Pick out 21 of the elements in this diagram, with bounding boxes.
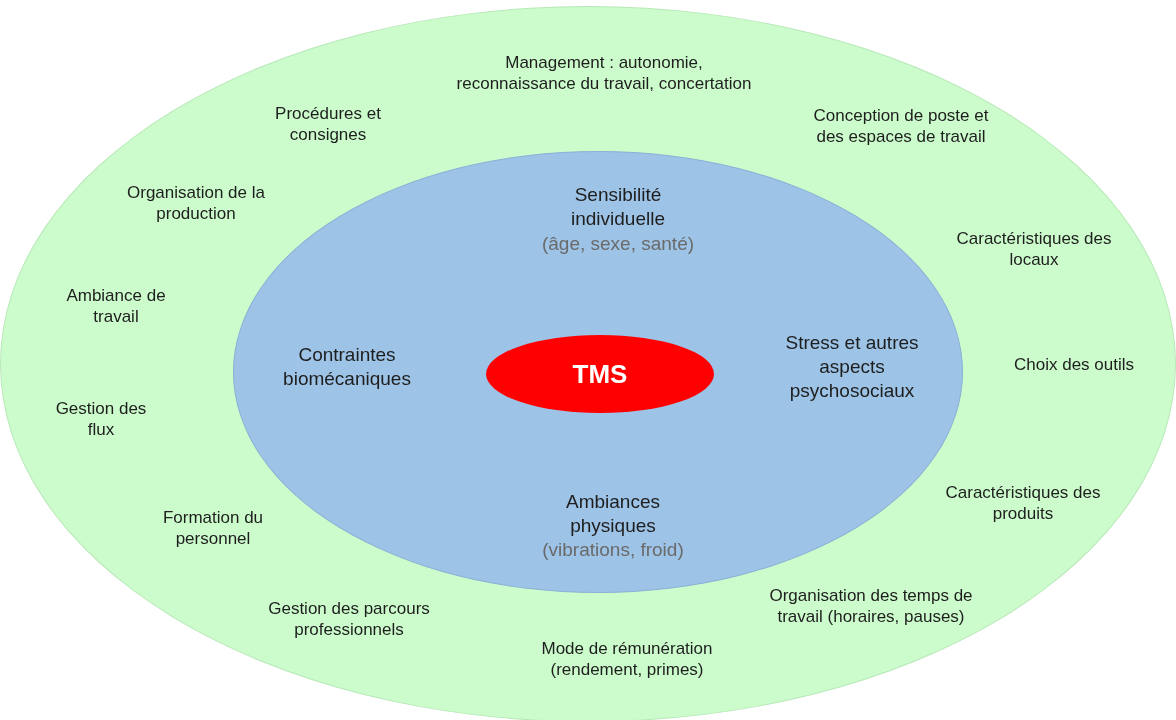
factor-label: Ambiances physiques: [565, 490, 661, 538]
factor-label: Caractéristiques des produits: [944, 481, 1102, 525]
factor-label: Formation du personnel: [161, 506, 265, 550]
factor-label: Mode de rémunération (rendement, primes): [540, 637, 714, 681]
factor-label: Gestion des flux: [54, 397, 148, 441]
factor-label: Organisation des temps de travail (horaires, pauses): [768, 584, 974, 628]
factor-label: Procédures et consignes: [274, 102, 382, 146]
factor-label: Sensibilité individuelle: [570, 183, 666, 231]
factor-label: Organisation de la production: [126, 181, 266, 225]
node-label: TMS: [571, 357, 629, 391]
factor-label: Ambiance de travail: [65, 284, 167, 328]
parenthetical-note: (âge, sexe, santé): [540, 232, 696, 256]
parenthetical-note: (vibrations, froid): [541, 538, 685, 562]
factor-label: Contraintes biomécaniques: [282, 343, 412, 391]
factor-label: Conception de poste et des espaces de travail: [812, 104, 990, 148]
factor-label: Stress et autres aspects psychosociaux: [784, 331, 920, 403]
factor-label: Caractéristiques des locaux: [955, 227, 1113, 271]
factor-label: Management : autonomie, reconnaissance du travail, concertation: [455, 51, 753, 95]
outer-ellipse: [0, 6, 1176, 720]
factor-label: Gestion des parcours professionnels: [267, 597, 431, 641]
factor-label: Choix des outils: [1013, 354, 1135, 376]
